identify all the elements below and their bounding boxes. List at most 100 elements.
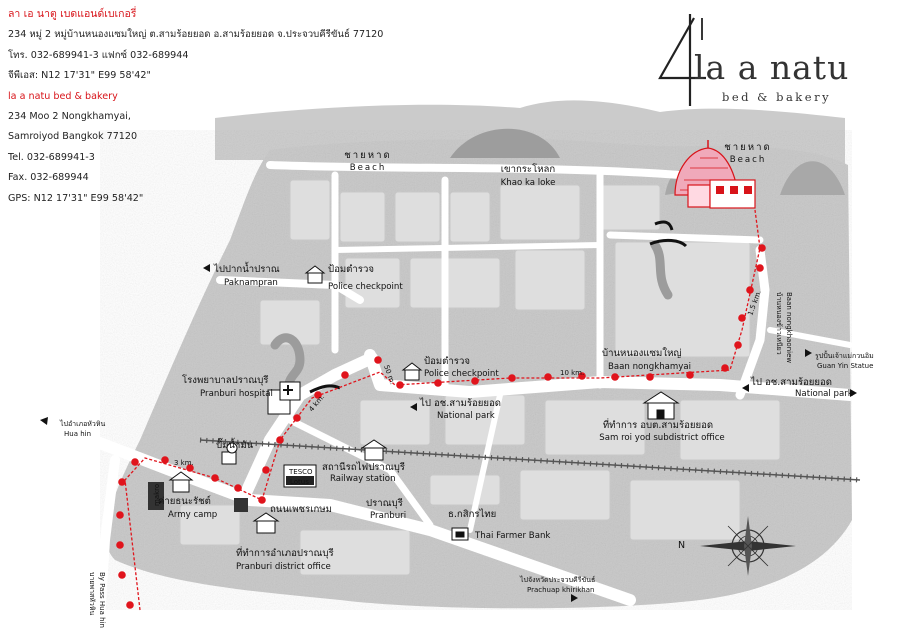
small-store-icon <box>234 498 248 512</box>
district-office-icon <box>252 512 280 534</box>
khao-label-thai: เขากระโหลก <box>501 163 556 175</box>
road-soi <box>767 327 853 348</box>
baan-label-thai: บ้านหนองแซมใหญ่ <box>602 347 682 359</box>
prachuap-label-thai: ไปจังหวัดประจวบคีรีขันธ์ <box>519 575 595 584</box>
railway <box>199 437 861 483</box>
thai-business-name: ลา เอ นาตู เบดแอนด์เบเกอรี่ <box>8 8 137 20</box>
north-label: N <box>678 540 685 551</box>
bridge-2 <box>654 220 674 231</box>
khao-ka-loke-hill <box>450 128 560 158</box>
huahin-label-thai: ไปอำเภอหัวหิน <box>59 419 105 428</box>
national-park-label-thai-1: ไป อช.สามร้อยยอด <box>419 397 501 409</box>
subdistrict-office-icon <box>642 391 680 420</box>
road-south <box>286 416 434 529</box>
thai-gps: จีพีเอส: N12 17'31" E99 58'42" <box>8 70 151 82</box>
contact-info: ลา เอ นาตู เบดแอนด์เบเกอรี่ 234 หมู่ 2 ห… <box>8 8 384 205</box>
beach-label-thai: ชายหาด <box>344 150 391 161</box>
logo-name: la a natu <box>694 48 850 87</box>
bridge-3 <box>649 238 688 248</box>
police1-label-eng: Police checkpoint <box>328 282 403 292</box>
bypass-label-thai: บายพาสหัวหิน <box>88 572 96 615</box>
bypass-label-eng: By Pass Hua hin <box>98 572 106 628</box>
road-cross-1 <box>332 242 603 253</box>
army-label-thai: ค่ายธนะรัชต์ <box>158 495 211 507</box>
route <box>116 209 766 611</box>
pranburi-label-eng: Pranburi <box>370 511 406 521</box>
road-coast <box>266 161 684 179</box>
police2-label-thai: ป้อมตำรวจ <box>424 356 470 367</box>
direction-arrows <box>40 264 857 602</box>
makro-building-icon <box>148 482 164 510</box>
petrol-station-icon <box>221 442 238 465</box>
road-phetkasem <box>34 414 636 606</box>
district-label-eng: Pranburi district office <box>236 562 331 572</box>
khao-label-eng: Khao ka loke <box>501 178 556 188</box>
police2-label-eng: Police checkpoint <box>424 369 499 379</box>
hotel-la-a-natu <box>674 140 756 209</box>
pranburi-label-thai: ปราณบุรี <box>366 497 403 509</box>
logo-tagline: bed & bakery <box>722 90 832 104</box>
compass-rose-icon <box>700 516 796 576</box>
phetkasem-label-thai: ถนนเพชรเกษม <box>270 504 332 515</box>
eng-business-name: la a natu bed & bakery <box>8 90 118 102</box>
subdistrict-label-thai: ที่ทำการ อบต.สามร้อยยอด <box>603 418 713 431</box>
lotus-label: Lotus <box>290 478 309 486</box>
guanyin-label-thai: รูปปั้นเจ้าแม่กวนอิม <box>815 349 874 360</box>
railway-label-eng: Railway station <box>330 474 396 484</box>
hospital-label-thai: โรงพยาบาลปราณบุรี <box>182 374 268 386</box>
huahin-label-eng: Hua hin <box>64 430 91 438</box>
bank-label-thai: ธ.กสิกรไทย <box>448 508 496 520</box>
petrol-label-thai: ปั๊มน้ำมัน <box>216 437 254 451</box>
national-park-label-thai-2: ไป อช.สามร้อยยอด <box>750 376 832 388</box>
national-park-label-eng-1: National park <box>437 411 495 421</box>
police-checkpoint-icon <box>304 265 326 284</box>
thai-address: 234 หมู่ 2 หมู่บ้านหนองแซมใหญ่ ต.สามร้อย… <box>8 29 384 41</box>
river-2 <box>650 240 673 300</box>
bank-icon <box>451 527 469 541</box>
district-label-thai: ที่ทำการอำเภอปราณบุรี <box>236 546 334 559</box>
subdistrict-label-eng: Sam roi yod subdistrict office <box>599 433 724 443</box>
guanyin-label-eng: Guan Yin Statue <box>817 362 873 370</box>
soi-label-eng: Baan nongkhaoniew <box>785 292 793 363</box>
distance-10km: 10 km. <box>560 369 584 377</box>
map-labels: ชายหาด Beach ชายหาด Beach เขากระโหลก Kha… <box>59 142 874 628</box>
army-camp-icon <box>168 471 194 493</box>
beach-label-eng: Beach <box>350 163 387 173</box>
bridge-1 <box>309 384 341 394</box>
makro-label: makro <box>153 484 161 506</box>
bank-label-eng: Thai Farmer Bank <box>474 531 550 541</box>
railway-label-thai: สถานีรถไฟปราณบุรี <box>322 461 405 473</box>
city-blocks <box>179 179 781 576</box>
eng-gps: GPS: N12 17'31" E99 58'42" <box>8 192 144 204</box>
national-park-label-eng-2: National park <box>795 389 853 399</box>
prachuap-label-eng: Prachuap khirikhan <box>527 586 594 594</box>
tesco-lotus-icon <box>283 464 317 488</box>
hill-right <box>780 161 845 195</box>
eng-address-1: 234 Moo 2 Nongkhamyai, <box>8 111 131 123</box>
police1-label-thai: ป้อมตำรวจ <box>328 264 374 275</box>
beach-label-thai-2: ชายหาด <box>724 142 771 153</box>
police-checkpoint-icon-2 <box>401 362 423 381</box>
army-label-eng: Army camp <box>168 510 217 520</box>
beach-label-eng-2: Beach <box>730 155 767 165</box>
baan-label-eng: Baan nongkhamyai <box>608 362 691 372</box>
hospital-icon <box>267 381 301 415</box>
eng-tel: Tel. 032-689941-3 <box>8 151 95 163</box>
road-bypass <box>95 455 120 625</box>
thai-phone: โทร. 032-689941-3 แฟกซ์ 032-689944 <box>8 49 189 61</box>
distance-3km: 3 km. <box>174 459 194 467</box>
paknampran-label-thai: ไปปากน้ำปราณ <box>213 261 280 275</box>
road-south-2 <box>467 392 503 533</box>
tesco-label: TESCO <box>288 468 313 476</box>
road-east <box>606 231 764 244</box>
eng-address-2: Samroiyod Bangkok 77120 <box>8 131 138 143</box>
hospital-label-eng: Pranburi hospital <box>200 389 273 399</box>
eng-fax: Fax. 032-689944 <box>8 172 89 184</box>
soi-label-thai: บ้านหนองข้าวเหนียว <box>775 292 783 355</box>
railway-station-icon <box>360 439 388 461</box>
river-1 <box>270 333 305 397</box>
logo-mark-icon <box>658 14 706 106</box>
paknampran-label-eng: Paknampran <box>224 278 278 288</box>
